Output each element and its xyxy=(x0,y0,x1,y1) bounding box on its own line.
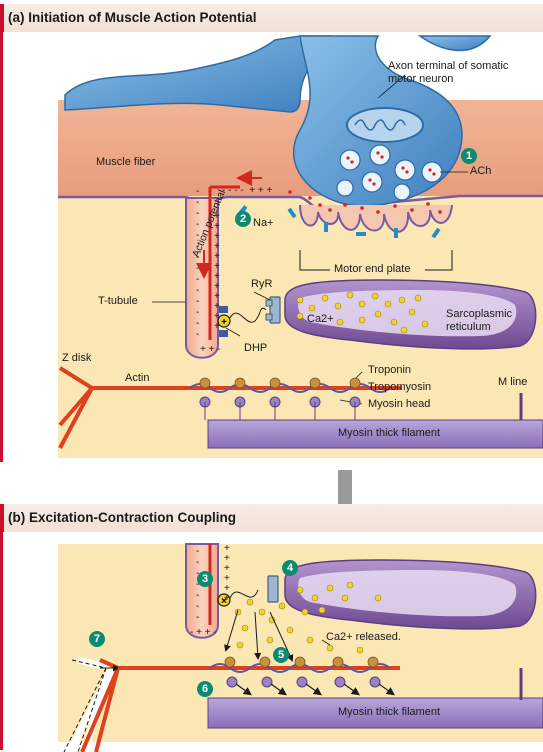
step-7-badge: 7 xyxy=(89,631,105,647)
svg-text:×: × xyxy=(221,596,227,607)
sarcomere-b xyxy=(63,656,543,752)
panel-a-title: (a) Initiation of Muscle Action Potentia… xyxy=(8,10,257,25)
label-troponin: Troponin xyxy=(368,364,412,376)
label-myosin-thick-filament-b: Myosin thick filament xyxy=(338,706,441,718)
label-tropomyosin: Tropomyosin xyxy=(368,381,432,393)
label-t-tubule: T-tubule xyxy=(98,295,138,307)
sarcomere-a xyxy=(58,366,543,449)
label-z-disk: Z disk xyxy=(62,352,92,364)
label-ca: Ca2+ xyxy=(307,313,334,325)
t-tubule-b xyxy=(185,543,219,639)
dhp-receptor-b xyxy=(217,593,231,607)
panel-b-title: (b) Excitation-Contraction Coupling xyxy=(8,510,236,525)
myosin-heads xyxy=(199,396,361,420)
label-ca-released: Ca2+ released. xyxy=(326,631,401,643)
panel-b-header: (b) Excitation-Contraction Coupling xyxy=(0,504,543,532)
step-3-badge: 3 xyxy=(197,571,213,587)
label-myosin-head: Myosin head xyxy=(368,398,431,410)
label-ach: ACh xyxy=(470,165,492,177)
label-ryr: RyR xyxy=(251,278,273,290)
charges-bottom-b: - + + - xyxy=(190,627,217,638)
dhp-receptor xyxy=(217,314,231,328)
charges-outer-b: ++++++ xyxy=(224,543,230,604)
calcium-ions-released xyxy=(234,581,382,654)
synaptic-vesicles xyxy=(336,144,443,201)
label-motor-end-plate: Motor end plate xyxy=(334,263,411,275)
ryr-channel-b xyxy=(267,575,279,603)
myosin-thick-filament-a xyxy=(207,419,543,449)
panel-b-left-border xyxy=(0,532,3,750)
label-sarcoplasmic-reticulum: Sarcoplasmic reticulum xyxy=(446,308,513,333)
label-actin: Actin xyxy=(125,372,150,384)
step-2-badge: 2 xyxy=(235,211,251,227)
label-na: Na+ xyxy=(253,217,274,229)
label-m-line: M line xyxy=(498,376,528,388)
label-axon-terminal: Axon terminal of somatic motor neuron xyxy=(388,60,509,85)
svg-text:+: + xyxy=(221,317,227,328)
label-muscle-fiber: Muscle fiber xyxy=(96,156,156,168)
panel-a-header: (a) Initiation of Muscle Action Potentia… xyxy=(0,4,543,32)
step-5-badge: 5 xyxy=(273,647,289,663)
step-1-badge: 1 xyxy=(461,148,477,164)
charges-bottom-a: + + - xyxy=(200,344,221,355)
header-accent-bar-b xyxy=(0,504,4,532)
label-myosin-thick-filament-a: Myosin thick filament xyxy=(338,427,441,439)
charges-inner-a: -------------- xyxy=(196,186,200,340)
charges-top-a: - - - - + + + xyxy=(222,185,273,196)
panel-a-left-border xyxy=(0,32,3,462)
label-dhp: DHP xyxy=(244,342,268,354)
step-6-badge: 6 xyxy=(197,681,213,697)
calcium-ions-stored xyxy=(296,291,429,334)
header-accent-bar xyxy=(0,4,4,32)
myosin-thick-filament-b xyxy=(207,697,543,729)
troponin xyxy=(199,377,361,389)
motor-end-plate xyxy=(299,204,453,233)
charges-outer-a: ++++++++++++ xyxy=(214,211,220,332)
ach-molecules xyxy=(288,190,442,214)
step-4-badge: 4 xyxy=(282,560,298,576)
